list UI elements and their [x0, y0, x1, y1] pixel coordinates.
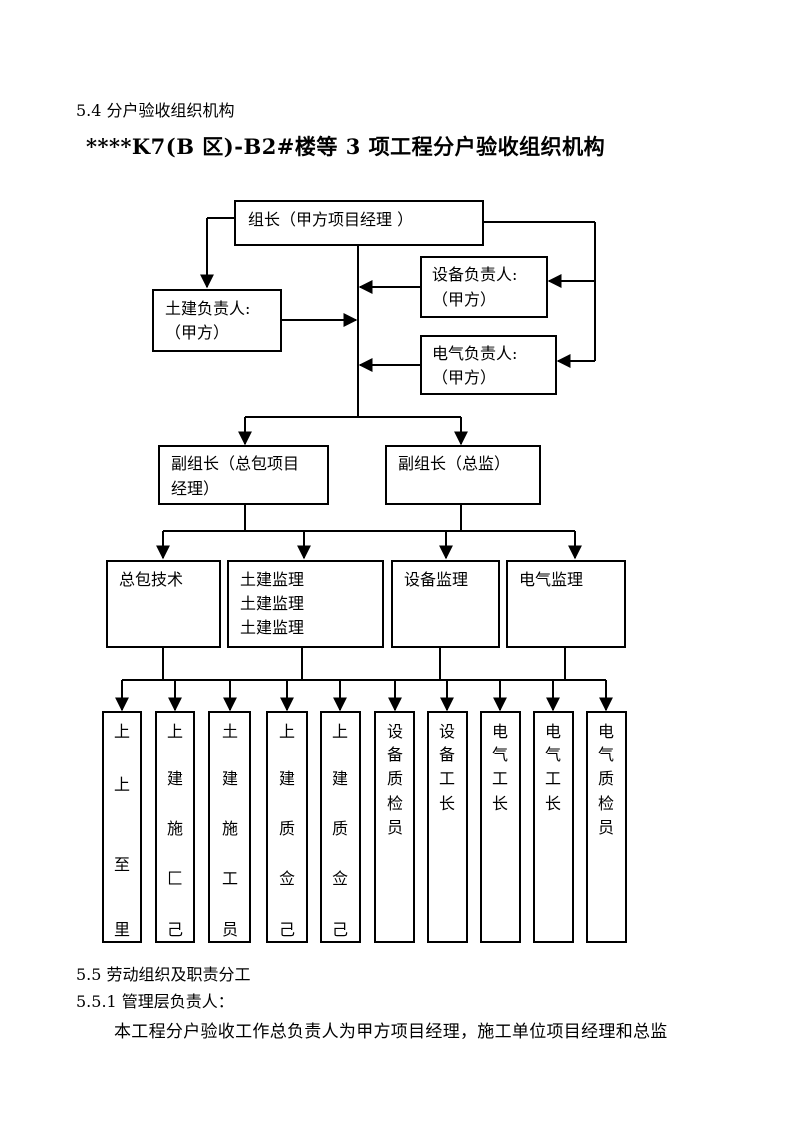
electrical-supervision-label: 电气监理	[519, 570, 583, 589]
bottom-role-char: 质	[387, 769, 403, 788]
deputy-contractor-node: 副组长（总包项目 经理）	[158, 445, 329, 505]
bottom-role-char: 质	[332, 819, 348, 838]
bottom-role-char: 员	[387, 818, 403, 837]
bottom-role-char: 己	[332, 920, 348, 939]
equipment-owner-line-1: 设备负责人:	[432, 265, 517, 284]
bottom-role-char: 佥	[332, 869, 348, 888]
bottom-role-char: 气	[492, 745, 508, 764]
bottom-role-char: 上	[114, 775, 130, 794]
bottom-role-char: 员	[598, 818, 614, 837]
bottom-role-labels: 上上至里上建施匚己土建施工员上建质佥己上建质佥己设备质检员设备工长电气工长电气工…	[114, 722, 614, 939]
bottom-role-char: 匚	[167, 869, 183, 888]
bottom-role-char: 备	[439, 745, 455, 764]
equipment-supervision-node: 设备监理	[391, 560, 500, 648]
bottom-role-char: 检	[598, 794, 614, 813]
bottom-role-boxes	[102, 711, 627, 943]
bottom-role-char: 建	[222, 769, 238, 788]
electrical-owner-line-1: 电气负责人:	[432, 344, 517, 363]
bottom-role-char: 质	[279, 819, 295, 838]
civil-owner-line-1: 土建负责人:	[165, 299, 250, 318]
deputy-supervisor-label: 副组长（总监）	[398, 454, 510, 473]
connector-lines	[115, 217, 613, 712]
leader-label: 组长（甲方项目经理 ）	[248, 210, 413, 229]
org-chart-title: ****K7(B 区)-B2#楼等 3 项工程分户验收组织机构	[86, 134, 606, 159]
general-tech-label: 总包技术	[119, 570, 183, 589]
bottom-role-char: 土	[222, 722, 238, 741]
bottom-role-char: 上	[167, 722, 183, 741]
equipment-owner-line-2: （甲方）	[432, 290, 496, 309]
civil-supervision-line-3: 土建监理	[240, 618, 304, 637]
bottom-role-char: 佥	[279, 869, 295, 888]
electrical-owner-node: 电气负责人: （甲方）	[420, 335, 557, 395]
deputy-contractor-line-2: 经理）	[171, 479, 219, 498]
section-5-5-1-heading: 5.5.1 管理层负责人：	[76, 992, 234, 1011]
bottom-role-char: 气	[545, 745, 561, 764]
bottom-role-char: 工	[492, 769, 508, 788]
electrical-owner-line-2: （甲方）	[432, 368, 496, 387]
equipment-owner-node: 设备负责人: （甲方）	[420, 256, 548, 318]
bottom-role-char: 里	[114, 920, 130, 939]
bottom-role-char: 己	[279, 920, 295, 939]
bottom-role-char: 电	[545, 722, 561, 741]
electrical-supervision-node: 电气监理	[506, 560, 626, 648]
bottom-role-char: 设	[387, 722, 403, 741]
bottom-role-char: 建	[279, 769, 295, 788]
bottom-role-char: 检	[387, 794, 403, 813]
bottom-role-char: 至	[114, 855, 130, 874]
bottom-role-char: 建	[167, 769, 183, 788]
deputy-contractor-line-1: 副组长（总包项目	[171, 454, 299, 473]
bottom-role-char: 施	[167, 819, 183, 838]
bottom-role-char: 工	[222, 869, 238, 888]
bottom-role-char: 电	[492, 722, 508, 741]
civil-owner-line-2: （甲方）	[165, 323, 229, 342]
deputy-supervisor-node: 副组长（总监）	[385, 445, 541, 505]
bottom-role-char: 质	[598, 769, 614, 788]
bottom-role-char: 工	[545, 769, 561, 788]
civil-supervision-line-2: 土建监理	[240, 594, 304, 613]
bottom-role-char: 工	[439, 769, 455, 788]
bottom-role-char: 长	[439, 794, 455, 813]
bottom-role-char: 建	[332, 769, 348, 788]
civil-supervision-line-1: 土建监理	[240, 570, 304, 589]
section-heading: 5.4 分户验收组织机构	[76, 101, 235, 120]
bottom-role-char: 己	[167, 920, 183, 939]
general-tech-node: 总包技术	[106, 560, 221, 648]
bottom-role-char: 上	[114, 722, 130, 741]
bottom-role-char: 施	[222, 819, 238, 838]
bottom-role-char: 气	[598, 745, 614, 764]
bottom-role-char: 长	[492, 794, 508, 813]
bottom-role-char: 备	[387, 745, 403, 764]
equipment-supervision-label: 设备监理	[404, 570, 468, 589]
bottom-role-char: 电	[598, 722, 614, 741]
bottom-role-char: 上	[332, 722, 348, 741]
section-5-5-heading: 5.5 劳动组织及职责分工	[76, 965, 251, 984]
bottom-role-char: 设	[439, 722, 455, 741]
bottom-role-char: 长	[545, 794, 561, 813]
civil-supervision-node: 土建监理 土建监理 土建监理	[227, 560, 384, 648]
bottom-role-char: 上	[279, 722, 295, 741]
civil-owner-node: 土建负责人: （甲方）	[152, 289, 282, 352]
body-paragraph: 本工程分户验收工作总负责人为甲方项目经理，施工单位项目经理和总监	[114, 1022, 668, 1042]
leader-node: 组长（甲方项目经理 ）	[234, 200, 484, 246]
bottom-role-char: 员	[222, 920, 238, 939]
